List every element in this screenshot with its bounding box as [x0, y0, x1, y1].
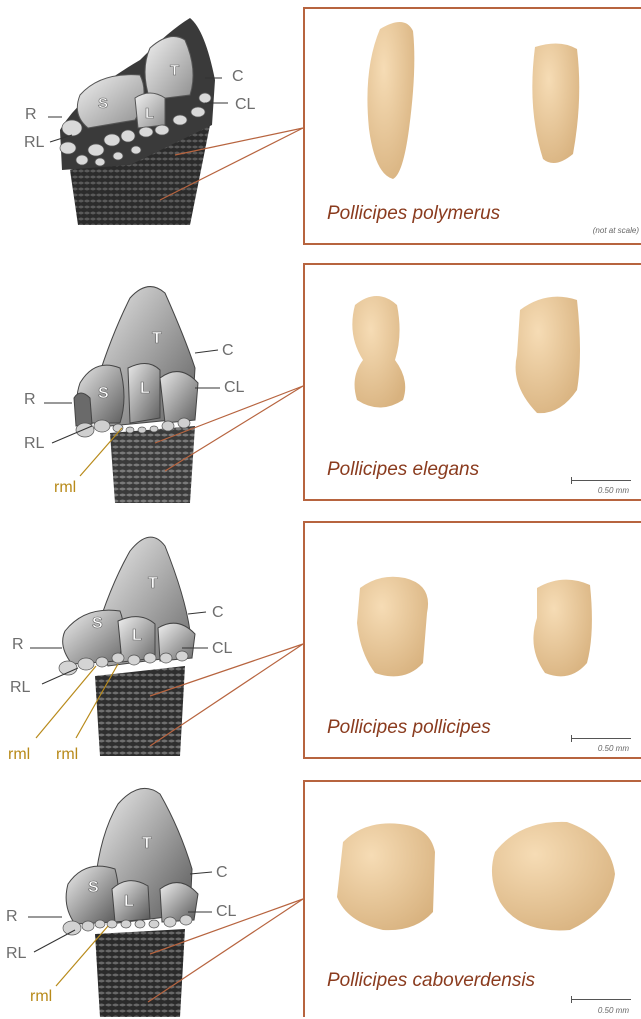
- plate-letter-s: S: [92, 615, 103, 632]
- label-cl: CL: [224, 379, 244, 397]
- specimen-frame: Pollicipes polymerus (not at scale): [303, 7, 641, 245]
- barnacle-illustration: T S L C CL R RL rml: [0, 774, 300, 1019]
- barnacle-drawing: T S L: [0, 258, 300, 503]
- barnacle-illustration: T S L C CL R RL rml rml: [0, 516, 300, 761]
- barnacle-drawing: T S L: [0, 774, 300, 1017]
- species-name: Pollicipes elegans: [327, 459, 479, 481]
- scale-note: (not at scale): [593, 226, 639, 235]
- label-rl: RL: [6, 945, 26, 963]
- label-rml: rml: [56, 746, 78, 764]
- barnacle-illustration: T S L C CL R RL rml: [0, 258, 300, 503]
- label-c: C: [212, 604, 224, 622]
- specimen-frame: Pollicipes caboverdensis 0.50 mm: [303, 780, 641, 1017]
- species-name: Pollicipes pollicipes: [327, 717, 491, 739]
- label-cl: CL: [235, 96, 255, 114]
- label-rl: RL: [10, 679, 30, 697]
- panel-polymerus: T S L C CL R RL Pollicipes p: [0, 0, 641, 245]
- plate-letter-s: S: [88, 879, 99, 896]
- species-name: Pollicipes polymerus: [327, 203, 500, 225]
- label-c: C: [216, 864, 228, 882]
- plate-letter-l: L: [140, 380, 150, 397]
- plate-letter-l: L: [124, 893, 134, 910]
- plate-letter-t: T: [148, 575, 158, 592]
- label-rml: rml: [54, 479, 76, 497]
- label-rl: RL: [24, 134, 44, 152]
- species-name: Pollicipes caboverdensis: [327, 970, 535, 992]
- specimen-frame: Pollicipes elegans 0.50 mm: [303, 263, 641, 501]
- label-r: R: [24, 391, 36, 409]
- panel-caboverdensis: T S L C CL R RL rml: [0, 774, 641, 1017]
- label-cl: CL: [212, 640, 232, 658]
- plate-letter-s: S: [98, 95, 108, 112]
- panel-pollicipes: T S L C CL R RL rml rml: [0, 516, 641, 761]
- label-r: R: [12, 636, 24, 654]
- panel-elegans: T S L C CL R RL rml: [0, 258, 641, 503]
- label-rl: RL: [24, 435, 44, 453]
- scale-bar: [571, 477, 631, 485]
- plate-letter-s: S: [98, 385, 109, 402]
- label-c: C: [232, 68, 244, 86]
- plate-letter-l: L: [145, 105, 154, 122]
- label-r: R: [6, 908, 18, 926]
- plate-letter-t: T: [170, 62, 179, 79]
- plate-letter-l: L: [132, 627, 142, 644]
- label-rml: rml: [30, 988, 52, 1006]
- label-rml: rml: [8, 746, 30, 764]
- specimen-frame: Pollicipes pollicipes 0.50 mm: [303, 521, 641, 759]
- scale-bar: [571, 996, 631, 1004]
- label-c: C: [222, 342, 234, 360]
- barnacle-drawing: T S L: [0, 516, 300, 761]
- plate-letter-t: T: [142, 835, 152, 852]
- label-cl: CL: [216, 903, 236, 921]
- plate-letter-t: T: [152, 330, 162, 347]
- barnacle-illustration: T S L C CL R RL: [0, 0, 300, 245]
- barnacle-drawing: T S L: [0, 0, 300, 245]
- scale-label: 0.50 mm: [598, 744, 629, 753]
- scale-label: 0.50 mm: [598, 1006, 629, 1015]
- scale-bar: [571, 735, 631, 743]
- scale-label: 0.50 mm: [598, 486, 629, 495]
- label-r: R: [25, 106, 37, 124]
